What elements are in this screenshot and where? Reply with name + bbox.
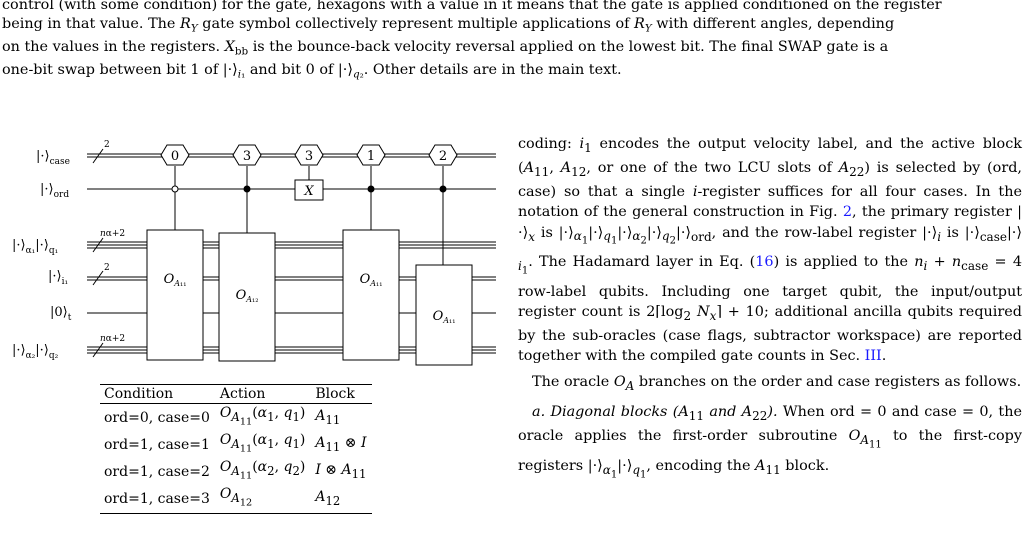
oracle-label-2: OA₁₁ (360, 272, 383, 288)
svg-text:nα+2: nα+2 (100, 334, 125, 344)
hex-control-2 (294, 144, 324, 166)
caption-line-2: being in that value. The RY gate symbol … (2, 15, 895, 35)
wire-label-i1: |·⟩i₁ (48, 269, 68, 287)
hex-value-3: 1 (367, 149, 375, 164)
hex-control-4 (428, 144, 458, 166)
caption-line-4: one-bit swap between bit 1 of |·⟩i₁ and … (2, 61, 622, 81)
hex-value-4: 2 (439, 149, 447, 164)
caption-line-1: control (with some condition) for the ga… (2, 0, 942, 13)
table-row: ord=1, case=2 OA11(α2, q2) I ⊗ A11 (104, 459, 367, 482)
paragraph-1: coding: i1 encodes the output velocity l… (518, 136, 1023, 364)
svg-text:2: 2 (104, 263, 110, 273)
hex-control-1 (232, 144, 262, 166)
wire-label-t: |0⟩t (50, 305, 72, 323)
oracle-box-A11-third (342, 229, 400, 361)
filled-control-dot (367, 185, 375, 193)
oracle-label-3: OA₁₁ (433, 309, 456, 325)
oracle-box-A11-first (146, 229, 204, 361)
table-header: Block (311, 384, 373, 404)
filled-control-dot (439, 185, 447, 193)
filled-control-dot (243, 185, 251, 193)
paragraph-2: The oracle OA branches on the order and … (532, 374, 1022, 394)
hex-value-2: 3 (305, 149, 313, 164)
x-gate (294, 179, 324, 201)
table-row: ord=1, case=3 OA12 A12 (100, 485, 373, 514)
oracle-label-0: OA₁₁ (164, 272, 187, 288)
main-text-column: coding: i1 encodes the output velocity l… (518, 134, 1022, 491)
svg-text:nα+2: nα+2 (100, 229, 125, 239)
wire-label-case: |·⟩case (36, 149, 70, 167)
wire-label-alpha2-q2: |·⟩α₂|·⟩q₂ (12, 343, 59, 361)
circuit-diagram: |·⟩case |·⟩ord |·⟩α₁|·⟩q₁ |·⟩i₁ |0⟩t |·⟩… (12, 140, 496, 366)
hex-value-0: 0 (171, 149, 179, 164)
hex-control-3 (356, 144, 386, 166)
table-row: ord=0, case=0 OA11(α1, q1) A11 (104, 405, 341, 428)
table-header: Condition (100, 384, 216, 404)
condition-table: Condition Action Block ord=0, case=0 OA1… (100, 384, 373, 514)
oracle-label-1: OA₁₂ (236, 288, 259, 304)
table-row: ord=1, case=1 OA11(α1, q1) A11 ⊗ I (104, 432, 367, 455)
svg-text:2: 2 (104, 140, 110, 150)
wire-label-ord: |·⟩ord (40, 182, 69, 200)
paragraph-3: a. Diagonal blocks (A11 and A22). When o… (518, 404, 1023, 481)
figure-caption: control (with some condition) for the ga… (2, 0, 1026, 84)
oracle-box-A11-fourth (415, 264, 473, 366)
table-header: Action (215, 384, 312, 404)
oracle-box-A12 (218, 232, 276, 362)
hex-control-0 (160, 144, 190, 166)
wire-label-alpha1-q1: |·⟩α₁|·⟩q₁ (12, 238, 58, 256)
hex-value-1: 3 (243, 149, 251, 164)
caption-line-3: on the values in the registers. Xbb is t… (2, 38, 889, 58)
open-control-dot (171, 185, 179, 193)
x-gate-label: X (303, 184, 314, 199)
